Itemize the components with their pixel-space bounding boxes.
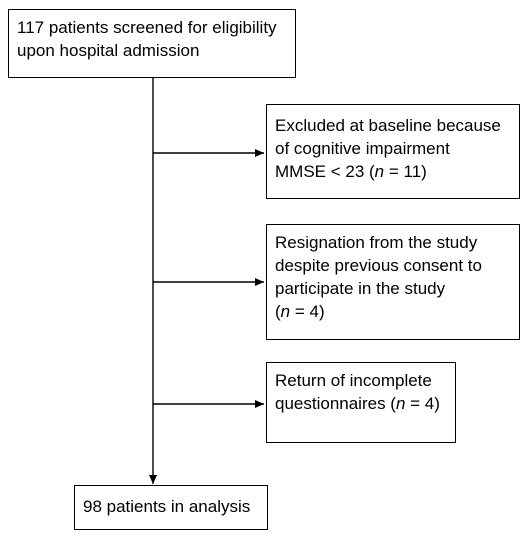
n-symbol: n	[374, 162, 385, 181]
box-line: Resignation from the study	[275, 233, 478, 252]
box-line: 98 patients in analysis	[83, 497, 251, 516]
box-line-count: MMSE < 23 (n = 11)	[275, 160, 511, 183]
box-line: Return of incomplete	[275, 371, 432, 390]
analysis-box: 98 patients in analysis	[74, 485, 268, 530]
count-suffix: = 4)	[290, 302, 325, 321]
n-symbol: n	[280, 302, 291, 321]
box-line-count: questionnaires (n = 4)	[275, 392, 447, 415]
box-line: participate in the study	[275, 279, 446, 298]
box-line: of cognitive impairment	[275, 139, 450, 158]
count-suffix: = 4)	[405, 394, 440, 413]
count-prefix: questionnaires (	[275, 394, 396, 413]
exclusion-box-cognitive-impairment: Excluded at baseline because of cognitiv…	[266, 104, 520, 199]
screened-patients-box: 117 patients screened for eligibility up…	[8, 9, 296, 78]
count-prefix: (	[275, 302, 281, 321]
n-symbol: n	[395, 394, 406, 413]
count-suffix: = 11)	[384, 162, 427, 181]
box-line: Excluded at baseline because	[275, 116, 501, 135]
box-line: upon hospital admission	[17, 41, 200, 60]
exclusion-box-resignation: Resignation from the study despite previ…	[266, 224, 520, 340]
box-line-count: (n = 4)	[275, 300, 511, 323]
exclusion-box-incomplete-questionnaires: Return of incomplete questionnaires (n =…	[266, 362, 456, 443]
count-prefix: MMSE < 23 (	[275, 162, 375, 181]
box-line: 117 patients screened for eligibility	[17, 18, 277, 37]
box-line: despite previous consent to	[275, 256, 482, 275]
